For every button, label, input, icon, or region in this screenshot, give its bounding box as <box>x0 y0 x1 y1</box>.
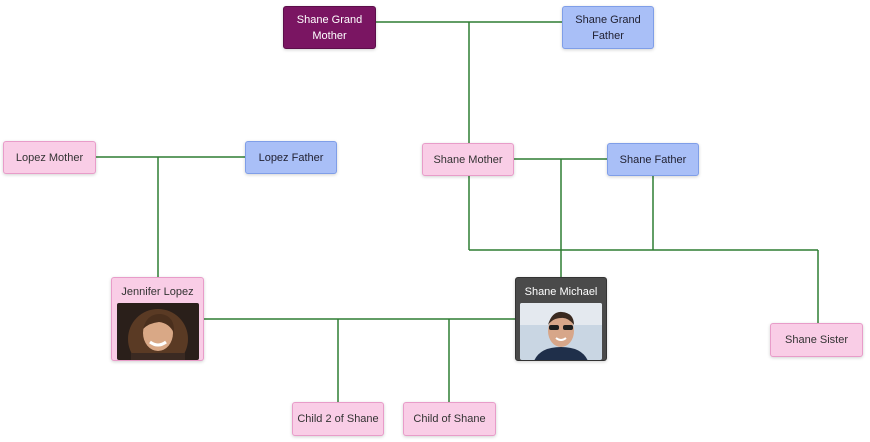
node-shane-michael[interactable]: Shane Michael <box>515 277 607 361</box>
node-child-of-shane[interactable]: Child of Shane <box>403 402 496 436</box>
node-label: Shane Grand Father <box>575 13 641 42</box>
node-shane-sister[interactable]: Shane Sister <box>770 323 863 357</box>
node-jennifer-lopez[interactable]: Jennifer Lopez <box>111 277 204 361</box>
node-child-2-of-shane[interactable]: Child 2 of Shane <box>292 402 384 436</box>
node-shane-mother[interactable]: Shane Mother <box>422 143 514 176</box>
node-lopez-mother[interactable]: Lopez Mother <box>3 141 96 174</box>
portrait-image <box>116 303 199 360</box>
avatar <box>116 303 199 360</box>
node-label: Shane Sister <box>785 334 848 346</box>
node-label: Child of Shane <box>413 413 486 425</box>
node-label: Shane Michael <box>524 286 598 298</box>
node-label: Lopez Mother <box>15 151 84 164</box>
node-label: Child 2 of Shane <box>297 413 379 425</box>
node-label: Jennifer Lopez <box>121 286 194 298</box>
node-label: Lopez Father <box>258 151 324 164</box>
portrait-image <box>520 303 602 360</box>
node-shane-grand-father[interactable]: Shane Grand Father <box>562 6 654 49</box>
node-shane-father[interactable]: Shane Father <box>607 143 699 176</box>
node-label: Shane Mother <box>433 153 503 166</box>
node-label: Shane Father <box>619 153 687 166</box>
node-label: Shane Grand Mother <box>296 13 363 42</box>
node-lopez-father[interactable]: Lopez Father <box>245 141 337 174</box>
avatar <box>520 303 602 360</box>
node-shane-grand-mother[interactable]: Shane Grand Mother <box>283 6 376 49</box>
